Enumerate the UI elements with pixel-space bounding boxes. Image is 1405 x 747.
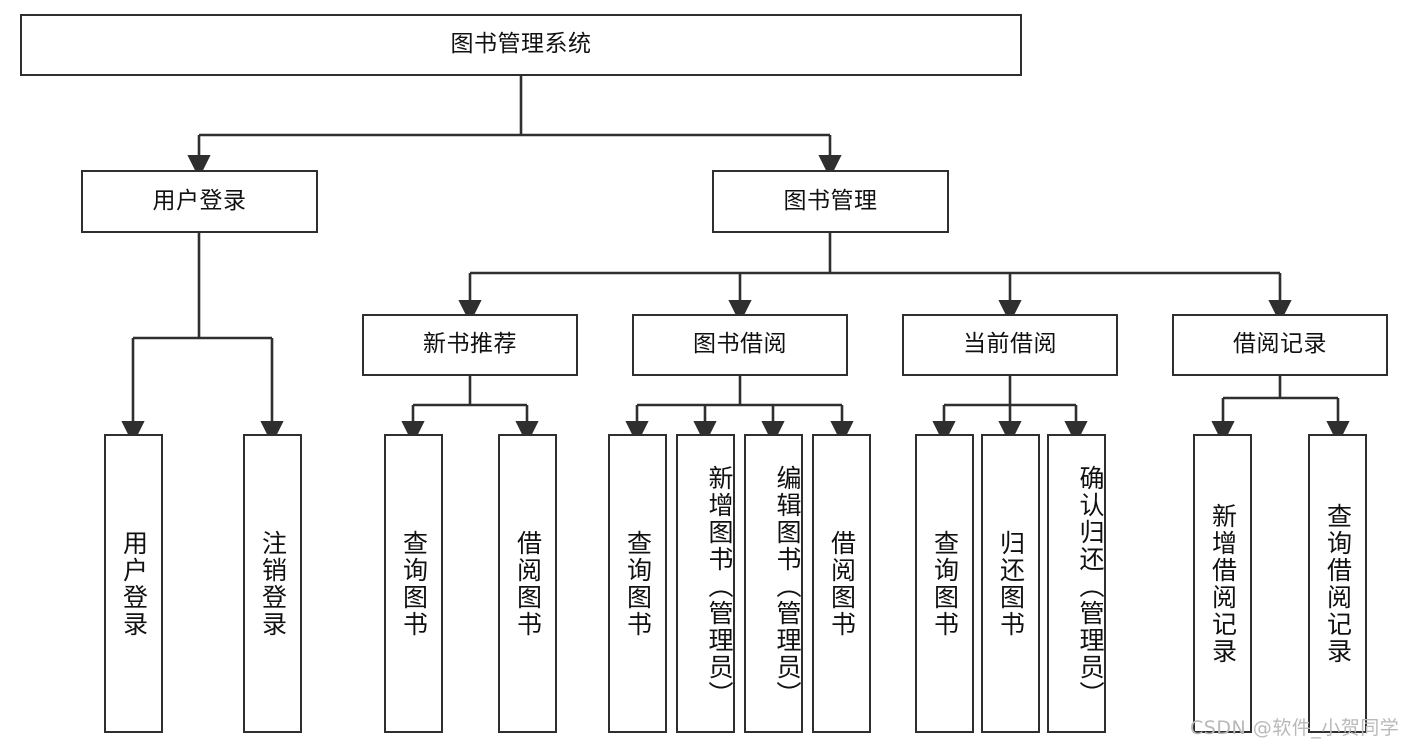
node-book-borrow-label: 图书借阅 bbox=[693, 331, 787, 358]
leaf-user-logout[interactable]: 注销登录 bbox=[243, 434, 302, 733]
leaf-query-book-3[interactable]: 查询图书 bbox=[915, 434, 974, 733]
leaf-return-book[interactable]: 归还图书 bbox=[981, 434, 1040, 733]
leaf-borrow-book-1-label: 借阅图书 bbox=[513, 529, 543, 638]
leaf-borrow-book-1[interactable]: 借阅图书 bbox=[498, 434, 557, 733]
leaf-borrow-book-2-label: 借阅图书 bbox=[827, 529, 857, 638]
leaf-add-book-label: 新增图书（管理员） bbox=[705, 465, 734, 708]
leaf-edit-book-label: 编辑图书（管理员） bbox=[773, 465, 802, 708]
node-new-book-recommend[interactable]: 新书推荐 bbox=[362, 314, 578, 376]
node-borrow-record-label: 借阅记录 bbox=[1233, 331, 1327, 358]
node-root-label: 图书管理系统 bbox=[450, 31, 592, 58]
leaf-add-book[interactable]: 新增图书（管理员） bbox=[676, 434, 735, 733]
node-root[interactable]: 图书管理系统 bbox=[20, 14, 1022, 76]
leaf-user-logout-label: 注销登录 bbox=[258, 529, 288, 638]
node-current-borrow-label: 当前借阅 bbox=[963, 331, 1057, 358]
leaf-query-book-1[interactable]: 查询图书 bbox=[384, 434, 443, 733]
leaf-confirm-return-label: 确认归还（管理员） bbox=[1076, 465, 1105, 708]
leaf-add-record[interactable]: 新增借阅记录 bbox=[1193, 434, 1252, 733]
node-borrow-record[interactable]: 借阅记录 bbox=[1172, 314, 1388, 376]
leaf-borrow-book-2[interactable]: 借阅图书 bbox=[812, 434, 871, 733]
leaf-query-book-2[interactable]: 查询图书 bbox=[608, 434, 667, 733]
leaf-return-book-label: 归还图书 bbox=[996, 529, 1026, 638]
csdn-watermark: CSDN @软件_小贺同学 bbox=[1190, 717, 1400, 739]
leaf-edit-book[interactable]: 编辑图书（管理员） bbox=[744, 434, 803, 733]
leaf-add-record-label: 新增借阅记录 bbox=[1208, 502, 1238, 665]
leaf-user-login[interactable]: 用户登录 bbox=[104, 434, 163, 733]
node-user-login[interactable]: 用户登录 bbox=[81, 170, 318, 233]
leaf-query-book-3-label: 查询图书 bbox=[930, 529, 960, 638]
leaf-user-login-label: 用户登录 bbox=[119, 529, 149, 638]
node-book-management-label: 图书管理 bbox=[783, 187, 878, 214]
leaf-confirm-return[interactable]: 确认归还（管理员） bbox=[1047, 434, 1106, 733]
node-book-borrow[interactable]: 图书借阅 bbox=[632, 314, 848, 376]
node-new-book-recommend-label: 新书推荐 bbox=[423, 331, 517, 358]
leaf-query-book-2-label: 查询图书 bbox=[623, 529, 653, 638]
leaf-query-record-label: 查询借阅记录 bbox=[1323, 502, 1353, 665]
node-book-management[interactable]: 图书管理 bbox=[712, 170, 949, 233]
node-current-borrow[interactable]: 当前借阅 bbox=[902, 314, 1118, 376]
node-user-login-label: 用户登录 bbox=[152, 187, 247, 214]
leaf-query-record[interactable]: 查询借阅记录 bbox=[1308, 434, 1367, 733]
leaf-query-book-1-label: 查询图书 bbox=[399, 529, 429, 638]
